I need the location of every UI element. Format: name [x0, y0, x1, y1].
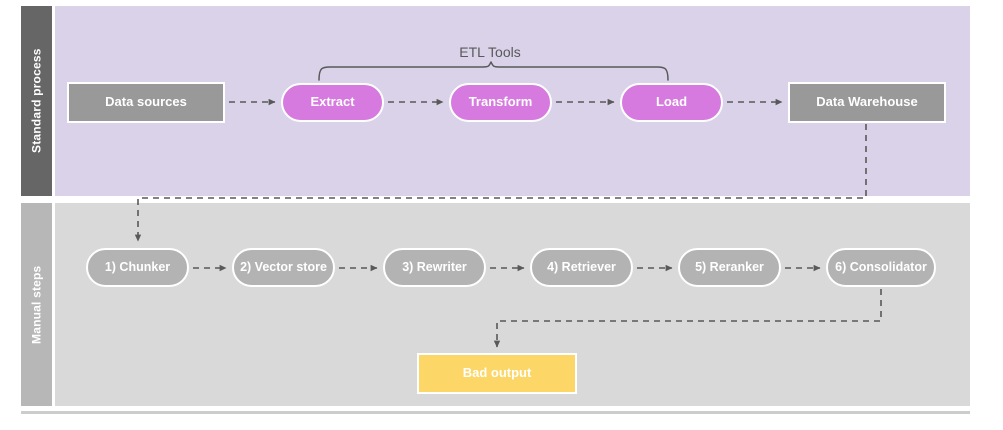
- etl-tools-label: ETL Tools: [459, 44, 521, 60]
- node-data-sources[interactable]: Data sources: [67, 82, 225, 123]
- node-data-warehouse[interactable]: Data Warehouse: [788, 82, 946, 123]
- node-retriever[interactable]: 4) Retriever: [530, 248, 633, 287]
- node-reranker[interactable]: 5) Reranker: [678, 248, 781, 287]
- node-consolidator[interactable]: 6) Consolidator: [826, 248, 936, 287]
- node-extract[interactable]: Extract: [281, 83, 384, 122]
- lane-label-manual-steps: Manual steps: [21, 203, 52, 406]
- node-rewriter[interactable]: 3) Rewriter: [383, 248, 486, 287]
- node-transform[interactable]: Transform: [449, 83, 552, 122]
- node-bad-output[interactable]: Bad output: [417, 353, 577, 394]
- node-vector-store[interactable]: 2) Vector store: [232, 248, 335, 287]
- lane-label-standard-process: Standard process: [21, 6, 52, 196]
- node-load[interactable]: Load: [620, 83, 723, 122]
- node-chunker[interactable]: 1) Chunker: [86, 248, 189, 287]
- bottom-divider-rule: [21, 411, 970, 414]
